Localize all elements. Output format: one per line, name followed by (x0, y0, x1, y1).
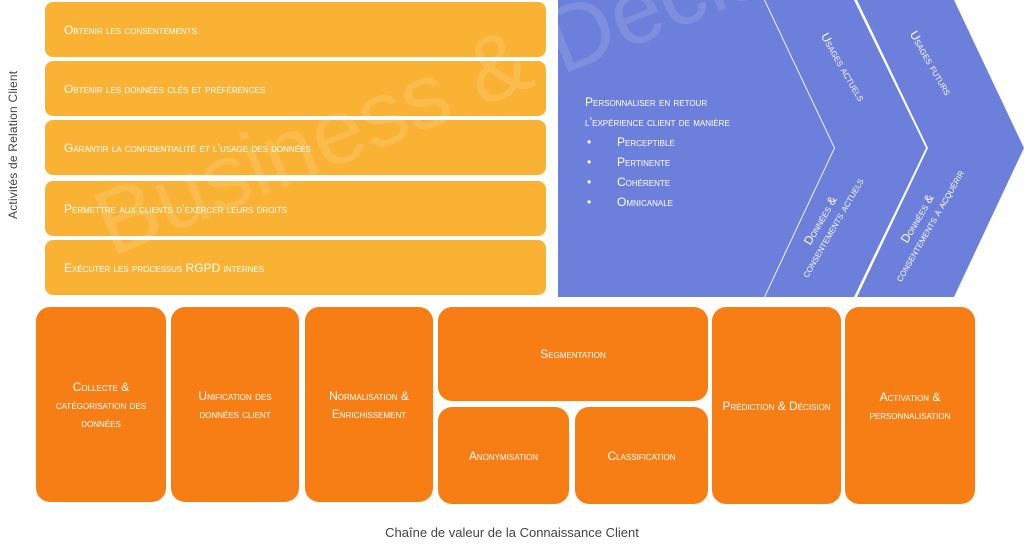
chevron-usages-actuels (765, 0, 926, 297)
box-segmentation: Segmentation (438, 307, 708, 401)
bullet-coherente: Cohérente (585, 172, 805, 192)
activity-droits: Permettre aux clients d’exercer leurs dr… (45, 181, 546, 236)
box-collecte: Collecte & catégorisation des données (36, 307, 166, 502)
activity-processus-rgpd: Exécuter les processus RGPD internes (45, 240, 546, 295)
personalisation-text: Personnaliser en retour l’expérience cli… (585, 92, 805, 212)
activity-consentements: Obtenir les consentements (45, 2, 546, 57)
personalisation-line-2: l’expérience client de manière (585, 115, 730, 129)
activity-confidentialite: Garantir la confidentialité et l’usage d… (45, 120, 546, 175)
box-normalisation: Normalisation & Enrichissement (305, 307, 433, 502)
value-chain-axis-label: Chaîne de valeur de la Connaissance Clie… (385, 525, 639, 540)
box-anonymisation: Anonymisation (438, 407, 569, 504)
bullet-pertinente: Pertinente (585, 152, 805, 172)
bullet-perceptible: Perceptible (585, 132, 805, 152)
personalisation-line-1: Personnaliser en retour (585, 95, 708, 109)
box-prediction: Prédiction & Décision (712, 307, 841, 504)
relation-client-axis-label: Activités de Relation Client (6, 70, 20, 220)
personalisation-bullets: Perceptible Pertinente Cohérente Omnican… (585, 132, 805, 212)
chevron-usages-futurs (857, 0, 1024, 297)
bullet-omnicanale: Omnicanale (585, 192, 805, 212)
activity-donnees-cles: Obtenir les données clés et préférences (45, 61, 546, 116)
box-unification: Unification des données client (171, 307, 299, 502)
box-activation: Activation & personnalisation (845, 307, 975, 504)
box-classification: Classification (575, 407, 708, 504)
